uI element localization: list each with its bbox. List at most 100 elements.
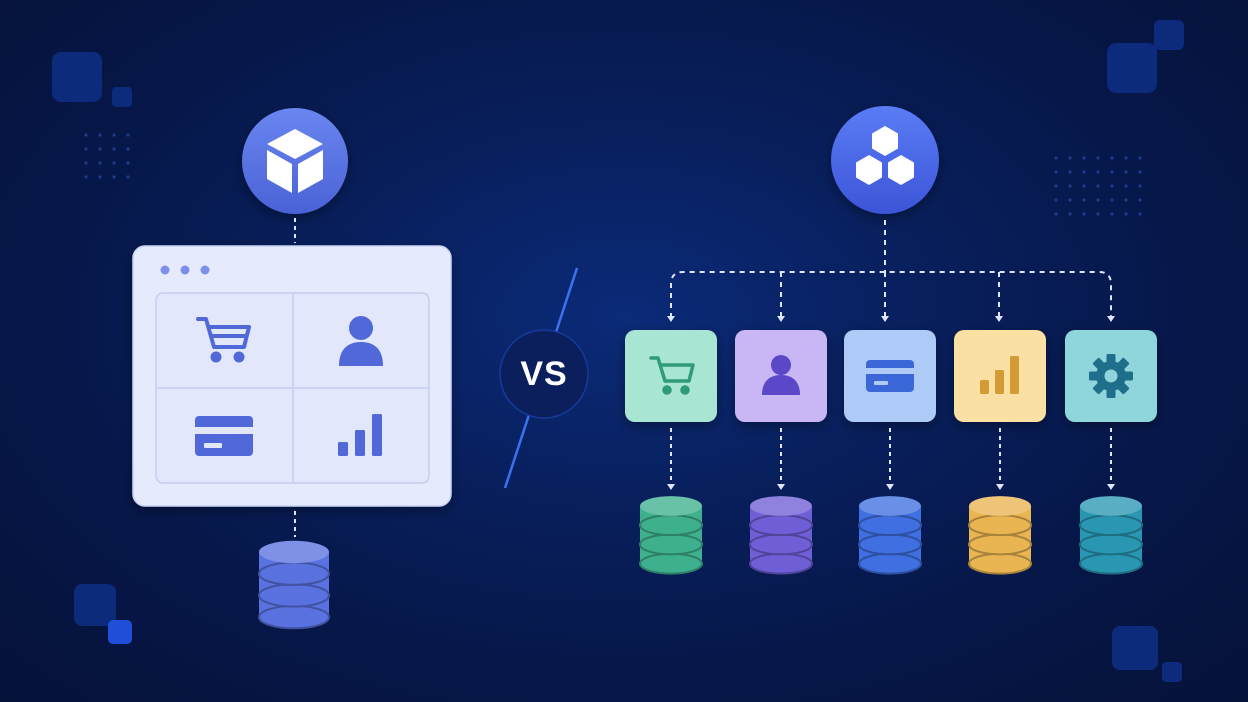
- cart-icon: [649, 356, 695, 395]
- service-item: [844, 330, 936, 575]
- bar-chart-icon: [338, 414, 382, 456]
- decor-dot: [98, 175, 102, 179]
- decor-dot: [1138, 170, 1142, 174]
- monolith-app-window: [132, 245, 452, 507]
- decor-dot: [1054, 184, 1058, 188]
- decor-square: [108, 620, 132, 644]
- database-icon: [1079, 496, 1143, 575]
- credit-card-icon: [195, 416, 253, 456]
- decor-dot: [1054, 212, 1058, 216]
- window-dot: [200, 265, 210, 275]
- decor-square: [1162, 662, 1182, 682]
- connector-tree: [670, 220, 1112, 318]
- decor-square: [1112, 626, 1158, 670]
- decor-dot: [1138, 212, 1142, 216]
- decor-square: [112, 87, 132, 107]
- service-item: [1065, 330, 1157, 575]
- connector-arrows: [667, 316, 1115, 322]
- decor-dot: [1096, 170, 1100, 174]
- decor-dot: [1110, 156, 1114, 160]
- vs-label: VS: [520, 354, 568, 393]
- decor-dot: [1054, 170, 1058, 174]
- decor-square: [1107, 43, 1157, 93]
- decor-dot: [112, 147, 116, 151]
- decor-dot: [1124, 198, 1128, 202]
- window-dot: [180, 265, 190, 275]
- bar-chart-icon: [980, 356, 1019, 394]
- window-dot: [160, 265, 170, 275]
- decor-dot: [1124, 212, 1128, 216]
- connector-arrow: [1107, 484, 1115, 490]
- database-icon: [258, 540, 330, 630]
- decor-dot: [84, 133, 88, 137]
- decor-dot: [1110, 198, 1114, 202]
- decor-dot: [1068, 198, 1072, 202]
- microservices-architecture: [625, 106, 1157, 575]
- vs-badge: [499, 329, 589, 419]
- decor-dot: [126, 147, 130, 151]
- vs-divider: [499, 267, 589, 489]
- decor-dot-grid: [1054, 156, 1142, 216]
- decor-dot: [1096, 156, 1100, 160]
- decor-dot: [1068, 170, 1072, 174]
- decor-dot: [1096, 184, 1100, 188]
- decor-dot: [126, 175, 130, 179]
- decor-dot: [1124, 184, 1128, 188]
- hexagon-cluster-icon: [856, 126, 914, 185]
- decor-dot: [1068, 212, 1072, 216]
- decor-dot-grid: [84, 133, 130, 179]
- decor-dot: [1082, 212, 1086, 216]
- decor-dot: [1082, 170, 1086, 174]
- database-icon: [858, 496, 922, 575]
- user-icon: [339, 316, 383, 366]
- decor-dot: [112, 161, 116, 165]
- service-item: [735, 330, 827, 575]
- service-card: [625, 330, 717, 422]
- decor-dot: [126, 133, 130, 137]
- decor-dot: [1082, 184, 1086, 188]
- decor-dot: [112, 175, 116, 179]
- decor-dot: [1054, 198, 1058, 202]
- decor-dot: [1068, 156, 1072, 160]
- decor-dot: [126, 161, 130, 165]
- user-icon: [762, 355, 800, 395]
- cube-icon: [267, 129, 323, 193]
- decor-dot: [98, 133, 102, 137]
- credit-card-icon: [866, 360, 914, 392]
- decor-dot: [1124, 156, 1128, 160]
- decor-dot: [112, 133, 116, 137]
- connector-arrow: [996, 484, 1004, 490]
- decor-dot: [1082, 198, 1086, 202]
- decor-dot: [84, 161, 88, 165]
- service-item: [954, 330, 1046, 575]
- cart-icon: [196, 317, 251, 363]
- monolith-architecture: [132, 108, 452, 630]
- database-icon: [258, 540, 330, 630]
- decor-dot: [1138, 184, 1142, 188]
- decor-dot: [84, 175, 88, 179]
- microservices-icon-badge: [831, 106, 939, 214]
- decor-dot: [1138, 156, 1142, 160]
- decor-dot: [1138, 198, 1142, 202]
- decor-dot: [1110, 170, 1114, 174]
- database-icon: [639, 496, 703, 575]
- decor-dot: [1110, 212, 1114, 216]
- decor-dot: [98, 147, 102, 151]
- decor-dot: [1082, 156, 1086, 160]
- decor-dot: [1054, 156, 1058, 160]
- monolith-icon-badge: [242, 108, 348, 214]
- connector-arrow: [667, 484, 675, 490]
- gear-icon: [1089, 354, 1133, 398]
- database-icon: [749, 496, 813, 575]
- decor-square: [1154, 20, 1184, 50]
- service-item: [625, 330, 717, 575]
- decor-square: [74, 584, 116, 626]
- decor-dot: [84, 147, 88, 151]
- database-icon: [968, 496, 1032, 575]
- decor-dot: [1096, 212, 1100, 216]
- decor-squares: [52, 20, 1184, 682]
- connector-arrow: [886, 484, 894, 490]
- decor-square: [52, 52, 102, 102]
